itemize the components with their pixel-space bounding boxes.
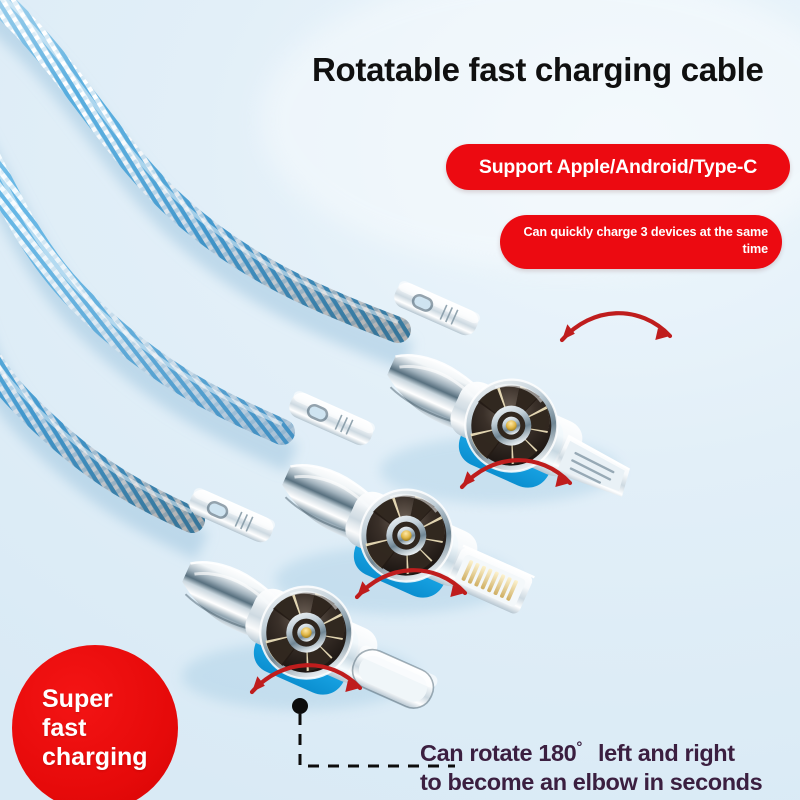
cable-micro-usb: [0, 0, 414, 371]
rotation-caption-line1: Can rotate 180° left and right: [420, 733, 796, 768]
circle-line-3: charging: [42, 742, 148, 771]
rotation-caption-line2: to become an elbow in seconds: [420, 768, 763, 795]
callout-leader: [292, 698, 455, 768]
page-title: Rotatable fast charging cable: [312, 51, 764, 88]
micro-usb-tip: [551, 434, 631, 497]
badge-super-fast-charging: Super fast charging: [12, 645, 178, 800]
circle-line-1: Super: [42, 684, 113, 713]
caption-direction-text: left and right: [597, 739, 735, 766]
degree-symbol: °: [576, 739, 582, 756]
rotation-caption: Can rotate 180° left and right to become …: [420, 733, 796, 797]
rotation-arrow-micro-usb: [559, 313, 671, 342]
badge-multi-charge-line2: time: [742, 242, 769, 256]
connector-micro-usb: [366, 278, 631, 504]
connector-usb-c: [161, 485, 438, 711]
connector-lightning: [261, 388, 535, 614]
usb-c-tip: [351, 645, 438, 709]
badge-multi-charge: Can quickly charge 3 devices at the same…: [500, 215, 782, 269]
cable-lightning: [0, 153, 299, 472]
badge-support-devices: Support Apple/Android/Type-C: [446, 144, 790, 190]
cable-usb-c: [0, 352, 209, 560]
circle-line-2: fast: [42, 713, 87, 742]
badge-multi-charge-line1: Can quickly charge 3 devices at the same: [523, 225, 769, 239]
caption-rotate-text: Can rotate 180: [420, 739, 577, 766]
lightning-tip: [448, 544, 535, 614]
